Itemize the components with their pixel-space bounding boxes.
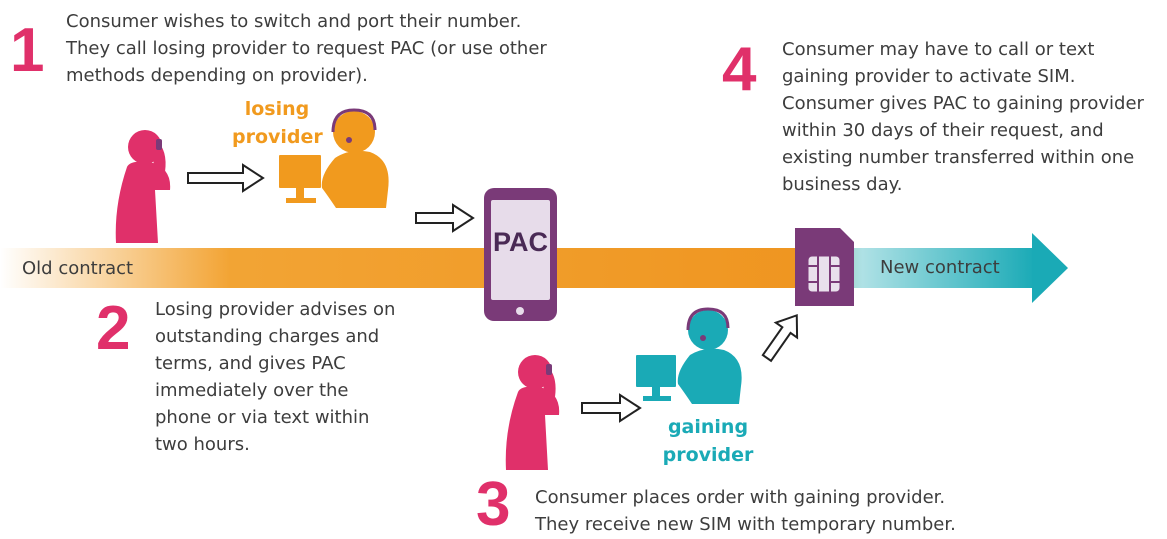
losing-provider-line: provider: [232, 126, 323, 148]
step-3-line: They receive new SIM with temporary numb…: [535, 514, 956, 535]
gaining-provider-label: gaining provider: [658, 413, 758, 469]
arrow-icon: [415, 203, 475, 233]
step-2-number: 2: [96, 294, 131, 363]
gaining-provider-line: gaining: [667, 416, 749, 438]
gaining-provider-line: provider: [662, 444, 754, 466]
computer-icon: [636, 355, 676, 401]
consumer-icon: [505, 355, 560, 470]
step-1-line: Consumer wishes to switch and port their…: [66, 11, 522, 32]
arrow-icon: [761, 313, 799, 363]
arrow-icon: [581, 393, 642, 423]
step-1-line: They call losing provider to request PAC…: [66, 38, 547, 59]
step-4-text: Consumer may have to call or text gainin…: [782, 36, 1144, 198]
pac-label: PAC: [492, 227, 548, 257]
old-contract-label: Old contract: [22, 258, 134, 279]
step-2-text: Losing provider advises on outstanding c…: [155, 296, 395, 458]
losing-provider-line: losing: [244, 98, 310, 120]
step-1-number: 1: [10, 16, 45, 85]
timeline-bar: [0, 233, 1068, 303]
sim-card-icon: [795, 228, 854, 306]
step-4-line: Consumer may have to call or text: [782, 39, 1095, 60]
step-2-line: Losing provider advises on: [155, 299, 396, 320]
step-4-line: existing number transferred within one: [782, 147, 1135, 168]
phone-icon: [484, 188, 557, 321]
step-2-line: immediately over the: [155, 380, 349, 401]
step-3-line: Consumer places order with gaining provi…: [535, 487, 946, 508]
step-4-line: Consumer gives PAC to gaining provider: [782, 93, 1144, 114]
arrow-icon: [187, 163, 265, 193]
step-3-number: 3: [476, 470, 511, 539]
new-contract-label: New contract: [880, 257, 1000, 278]
step-2-line: outstanding charges and: [155, 326, 380, 347]
step-3-text: Consumer places order with gaining provi…: [535, 484, 956, 538]
old-contract-bar: [0, 248, 820, 288]
step-1-line: methods depending on provider).: [66, 65, 368, 86]
step-4-line: within 30 days of their request, and: [782, 120, 1104, 141]
step-4-number: 4: [722, 35, 757, 104]
consumer-icon: [115, 130, 171, 243]
step-4-line: business day.: [782, 174, 903, 195]
step-2-line: two hours.: [155, 434, 250, 455]
computer-icon: [279, 155, 321, 203]
step-2-line: phone or via text within: [155, 407, 370, 428]
step-4-line: gaining provider to activate SIM.: [782, 66, 1076, 87]
step-2-line: terms, and gives PAC: [155, 353, 346, 374]
losing-provider-label: losing provider: [232, 95, 323, 151]
timeline-arrowhead-icon: [1032, 233, 1068, 303]
agent-icon: [321, 108, 389, 208]
step-1-text: Consumer wishes to switch and port their…: [66, 8, 547, 89]
agent-icon: [677, 307, 742, 404]
